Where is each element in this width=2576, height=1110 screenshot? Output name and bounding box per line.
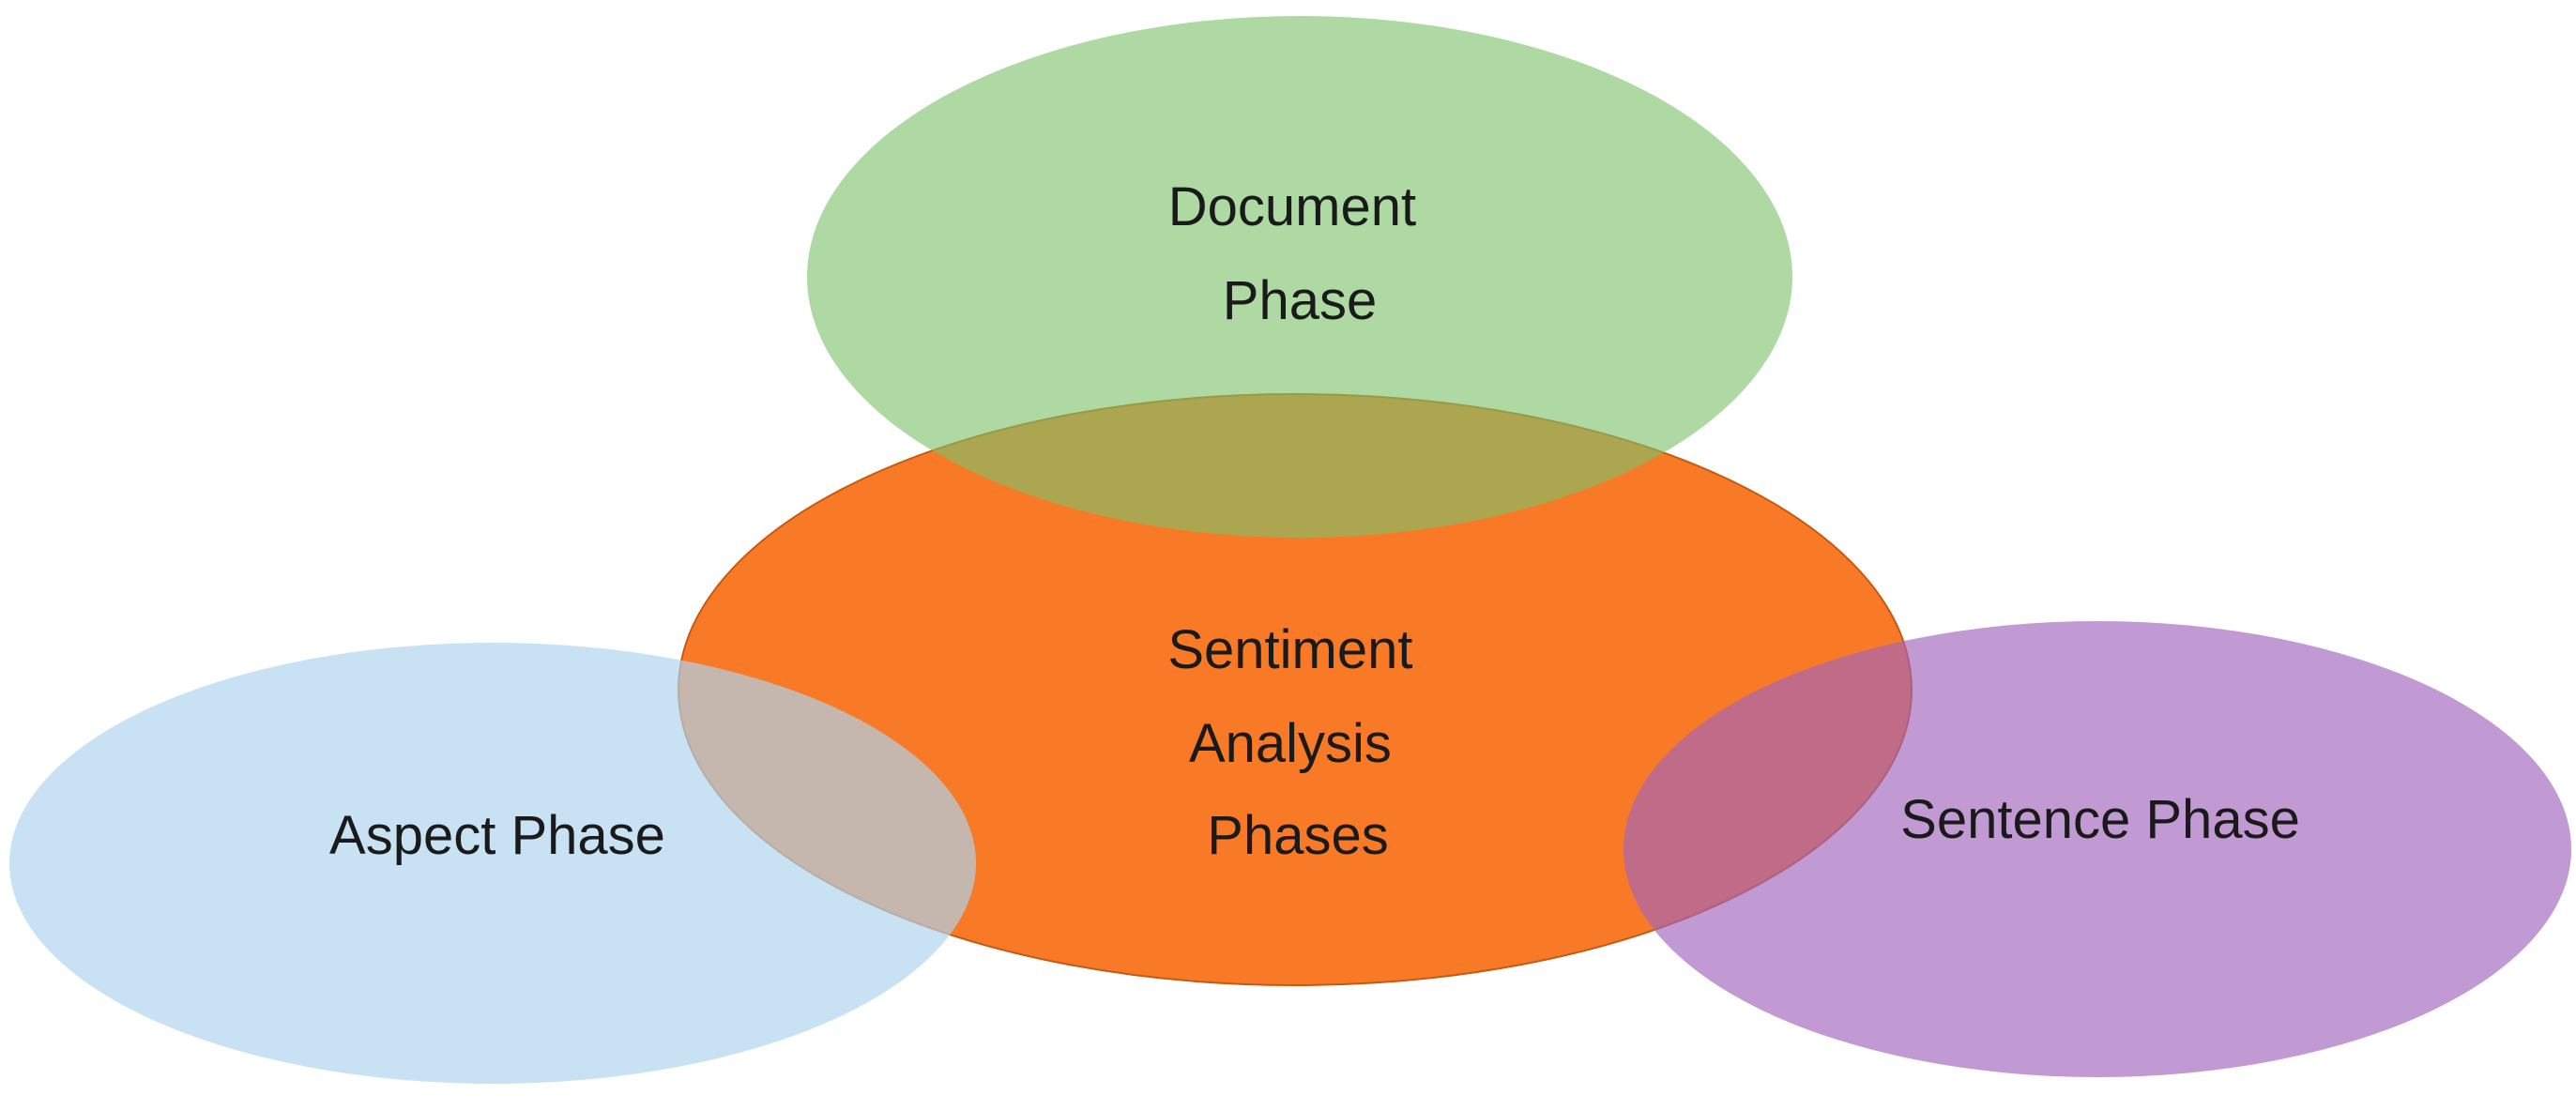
document-phase-label-line-2: Phase [1223, 270, 1377, 331]
sentiment-analysis-label: Sentiment Analysis Phases [1167, 619, 1427, 866]
aspect-phase-label-line-1: Aspect Phase [329, 805, 665, 866]
sentiment-analysis-label-line-3: Phases [1207, 805, 1388, 866]
sentence-phase-label-line-1: Sentence Phase [1900, 789, 2300, 850]
sentence-phase-ellipse [1623, 621, 2571, 1077]
sentence-phase-label: Sentence Phase [1900, 789, 2300, 850]
document-phase-ellipse [807, 16, 1792, 538]
aspect-phase-ellipse [9, 643, 976, 1084]
document-phase-label-line-1: Document [1168, 176, 1416, 237]
sentiment-analysis-label-line-1: Sentiment [1167, 619, 1412, 680]
document-phase-label: Document Phase [1168, 176, 1431, 331]
sentiment-analysis-label-line-2: Analysis [1189, 713, 1392, 774]
aspect-phase-label: Aspect Phase [329, 805, 665, 866]
